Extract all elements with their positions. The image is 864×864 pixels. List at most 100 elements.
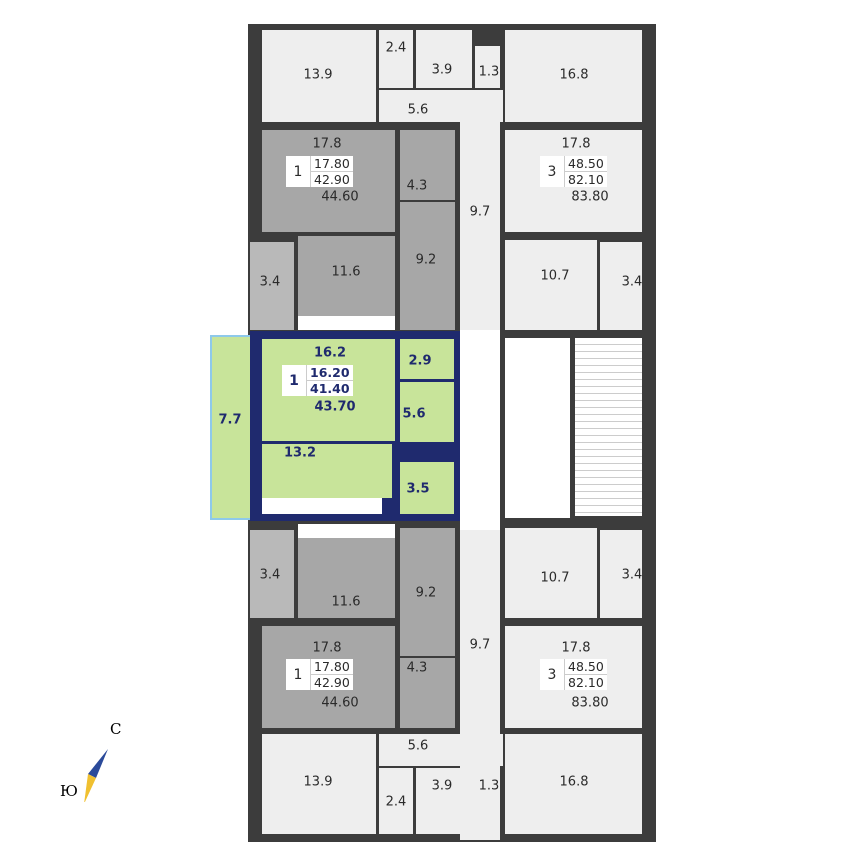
area-label: 11.6 xyxy=(331,594,361,610)
compass-south-label: Ю xyxy=(60,782,78,800)
area-with-balcony: 83.80 xyxy=(571,695,609,711)
area-label: 9.7 xyxy=(469,204,491,220)
total-area: 42.90 xyxy=(314,675,350,690)
area-with-balcony: 44.60 xyxy=(321,695,359,711)
elevator-lobby xyxy=(505,338,570,518)
area-label: 13.9 xyxy=(303,774,333,790)
kitchen-counter xyxy=(298,316,395,330)
room-bottom-1-3[interactable] xyxy=(475,768,500,818)
area-label: 3.4 xyxy=(621,274,643,290)
apartment-lower-left-bath[interactable] xyxy=(400,658,455,728)
area-label: 10.7 xyxy=(540,570,570,586)
living-area: 17.80 xyxy=(311,659,353,675)
room-count: 1 xyxy=(293,163,303,180)
area-label: 5.6 xyxy=(407,738,429,754)
area-label: 5.6 xyxy=(407,102,429,118)
total-area: 42.90 xyxy=(314,172,350,187)
area-with-balcony: 43.70 xyxy=(314,399,356,415)
kitchen-counter xyxy=(262,498,382,514)
area-with-balcony: 83.80 xyxy=(571,189,609,205)
apartment-lower-right-kitchen[interactable] xyxy=(505,528,597,618)
area-label: 2.4 xyxy=(385,794,407,810)
area-label: 2.4 xyxy=(385,40,407,56)
area-label: 1.3 xyxy=(478,64,500,80)
area-label: 13.9 xyxy=(303,67,333,83)
area-label: 17.8 xyxy=(561,136,591,152)
room-top-13-9[interactable] xyxy=(262,30,376,122)
area-label: 3.4 xyxy=(259,274,281,290)
area-label: 17.8 xyxy=(561,640,591,656)
total-area: 82.10 xyxy=(568,675,604,690)
area-with-balcony: 44.60 xyxy=(321,189,359,205)
apartment-upper-left-bath[interactable] xyxy=(400,130,455,200)
room-bottom-3-9[interactable] xyxy=(416,768,472,834)
living-area: 17.80 xyxy=(311,156,353,172)
apartment-upper-right-kitchen[interactable] xyxy=(505,240,597,330)
area-label: 9.2 xyxy=(415,252,437,268)
apartment-lower-left-balcony[interactable] xyxy=(250,530,294,618)
area-label: 3.4 xyxy=(259,567,281,583)
area-label: 10.7 xyxy=(540,268,570,284)
room-bottom-13-9[interactable] xyxy=(262,734,376,834)
living-area: 48.50 xyxy=(565,659,607,675)
room-count: 3 xyxy=(547,666,557,683)
room-top-16-8[interactable] xyxy=(505,30,642,122)
area-label: 3.5 xyxy=(406,481,430,497)
room-top-2-4[interactable] xyxy=(379,30,413,88)
selected-hall[interactable] xyxy=(400,382,454,442)
staircase xyxy=(575,338,642,516)
corridor-center xyxy=(460,330,500,530)
room-bottom-16-8[interactable] xyxy=(505,734,642,834)
area-label: 3.9 xyxy=(431,62,453,78)
apartment-upper-left-balcony[interactable] xyxy=(250,242,294,330)
room-top-3-9[interactable] xyxy=(416,30,472,88)
kitchen-counter xyxy=(298,524,395,538)
apartment-lower-right-balcony[interactable] xyxy=(600,530,642,618)
apartment-upper-left-hall[interactable] xyxy=(400,202,455,330)
area-label: 7.7 xyxy=(218,412,242,428)
compass-north-needle xyxy=(88,749,108,778)
area-label: 11.6 xyxy=(331,264,361,280)
apartment-upper-right-balcony[interactable] xyxy=(600,242,642,330)
compass-needle-icon xyxy=(84,749,108,804)
room-top-1-3[interactable] xyxy=(475,46,500,88)
total-area: 41.40 xyxy=(310,381,350,396)
area-label: 9.2 xyxy=(415,585,437,601)
hall-bottom-5-6[interactable] xyxy=(379,734,503,766)
selected-storage[interactable] xyxy=(400,339,454,379)
apartment-lower-left-kitchen[interactable] xyxy=(298,538,395,618)
area-label: 16.8 xyxy=(559,774,589,790)
apartment-lower-left-hall[interactable] xyxy=(400,528,455,656)
living-area: 48.50 xyxy=(565,156,607,172)
living-area: 16.20 xyxy=(307,365,353,381)
compass-south-needle xyxy=(84,774,96,804)
area-label: 4.3 xyxy=(406,178,428,194)
area-label: 2.9 xyxy=(408,353,432,369)
area-label: 4.3 xyxy=(406,660,428,676)
area-label: 17.8 xyxy=(312,136,342,152)
area-label: 13.2 xyxy=(283,445,317,461)
area-label: 9.7 xyxy=(469,637,491,653)
room-count: 1 xyxy=(293,666,303,683)
area-label: 3.4 xyxy=(621,567,643,583)
area-label: 1.3 xyxy=(478,778,500,794)
selected-bath[interactable] xyxy=(400,462,454,514)
area-label: 16.2 xyxy=(313,345,347,361)
compass: С Ю xyxy=(48,712,134,804)
room-count: 3 xyxy=(547,163,557,180)
area-label: 5.6 xyxy=(402,406,426,422)
total-area: 82.10 xyxy=(568,172,604,187)
room-bottom-2-4[interactable] xyxy=(379,768,413,834)
area-label: 17.8 xyxy=(312,640,342,656)
compass-north-label: С xyxy=(110,720,122,738)
area-label: 3.9 xyxy=(431,778,453,794)
apartment-upper-left-kitchen[interactable] xyxy=(298,236,395,316)
room-count: 1 xyxy=(289,372,299,389)
area-label: 16.8 xyxy=(559,67,589,83)
hall-top-5-6[interactable] xyxy=(379,90,503,122)
